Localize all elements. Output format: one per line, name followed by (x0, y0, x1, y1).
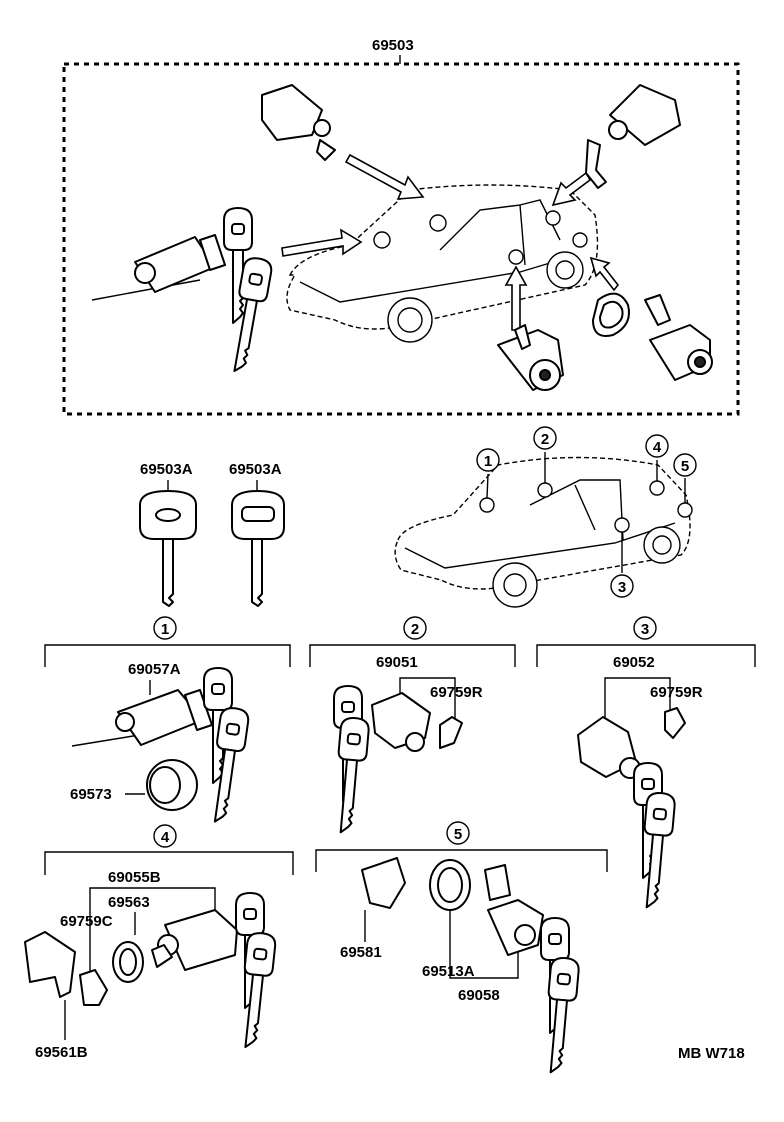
key-label-2: 69503A (229, 461, 282, 478)
svg-text:4: 4 (653, 439, 662, 456)
group-3-header: 3 (536, 616, 756, 667)
svg-text:4: 4 (161, 829, 170, 846)
leader-69055B (89, 887, 216, 975)
part-69513A: 69513A (422, 963, 475, 980)
arrow-4 (504, 265, 528, 331)
svg-text:3: 3 (618, 579, 626, 596)
hatch-lock-cylinder (484, 864, 581, 1075)
ring-69563 (112, 941, 144, 983)
svg-text:1: 1 (484, 453, 492, 470)
car-callout-3: 3 (610, 574, 634, 598)
hatch-lock-top (644, 294, 713, 381)
bracket-69581 (361, 857, 406, 909)
part-69759C: 69759C (60, 913, 113, 930)
leader-69058 (449, 910, 519, 979)
car-top (286, 184, 599, 343)
bezel-ring (146, 759, 198, 811)
door-lock-left-top (261, 84, 336, 161)
svg-text:2: 2 (541, 431, 549, 448)
car-callout-2: 2 (533, 426, 557, 450)
master-key-1 (139, 490, 197, 607)
arrow-3 (551, 171, 592, 207)
ignition-cylinder (71, 667, 251, 826)
assembly-box (62, 62, 740, 416)
master-key-2 (231, 490, 285, 607)
part-69561B: 69561B (35, 1044, 88, 1061)
door-lock-cylinder-2 (330, 685, 463, 835)
diagram-code: MB W718 (678, 1045, 745, 1062)
part-69573: 69573 (70, 786, 112, 803)
arrow-5 (589, 256, 620, 292)
svg-text:5: 5 (681, 458, 689, 475)
car-callout-4: 4 (645, 434, 669, 458)
group-2-header: 2 (309, 616, 516, 667)
part-69759R-b: 69759R (650, 684, 703, 701)
group-5-header: 5 (315, 821, 608, 872)
group-4-header: 4 (44, 824, 294, 875)
car-callout-1: 1 (476, 448, 500, 472)
car-middle (394, 452, 693, 608)
part-69563: 69563 (108, 894, 150, 911)
part-69055B: 69055B (108, 869, 161, 886)
ignition-lock-top (91, 207, 275, 376)
svg-text:5: 5 (454, 826, 462, 843)
car-callout-5: 5 (673, 453, 697, 477)
svg-text:3: 3 (641, 621, 649, 638)
part-69052: 69052 (613, 654, 655, 671)
arrow-2 (281, 228, 363, 257)
leader-69052 (604, 677, 671, 720)
part-69581: 69581 (340, 944, 382, 961)
ring-top (592, 292, 630, 337)
clip-69759C (79, 969, 108, 1006)
key-label-1: 69503A (140, 461, 193, 478)
door-lock-cylinder-3 (577, 707, 686, 910)
door-lock-right-top (585, 84, 681, 189)
group-1-header: 1 (44, 616, 291, 667)
part-69058: 69058 (458, 987, 500, 1004)
svg-text:2: 2 (411, 621, 419, 638)
svg-text:1: 1 (161, 621, 169, 638)
part-69759R-a: 69759R (430, 684, 483, 701)
assembly-label: 69503 (372, 37, 414, 54)
arrow-1 (344, 153, 425, 200)
door-lock-front-top (497, 324, 564, 391)
bracket-69561B (24, 931, 76, 998)
glove-box-lock (151, 892, 278, 1051)
ring-69513A (429, 859, 471, 911)
part-69051: 69051 (376, 654, 418, 671)
part-69057A: 69057A (128, 661, 181, 678)
